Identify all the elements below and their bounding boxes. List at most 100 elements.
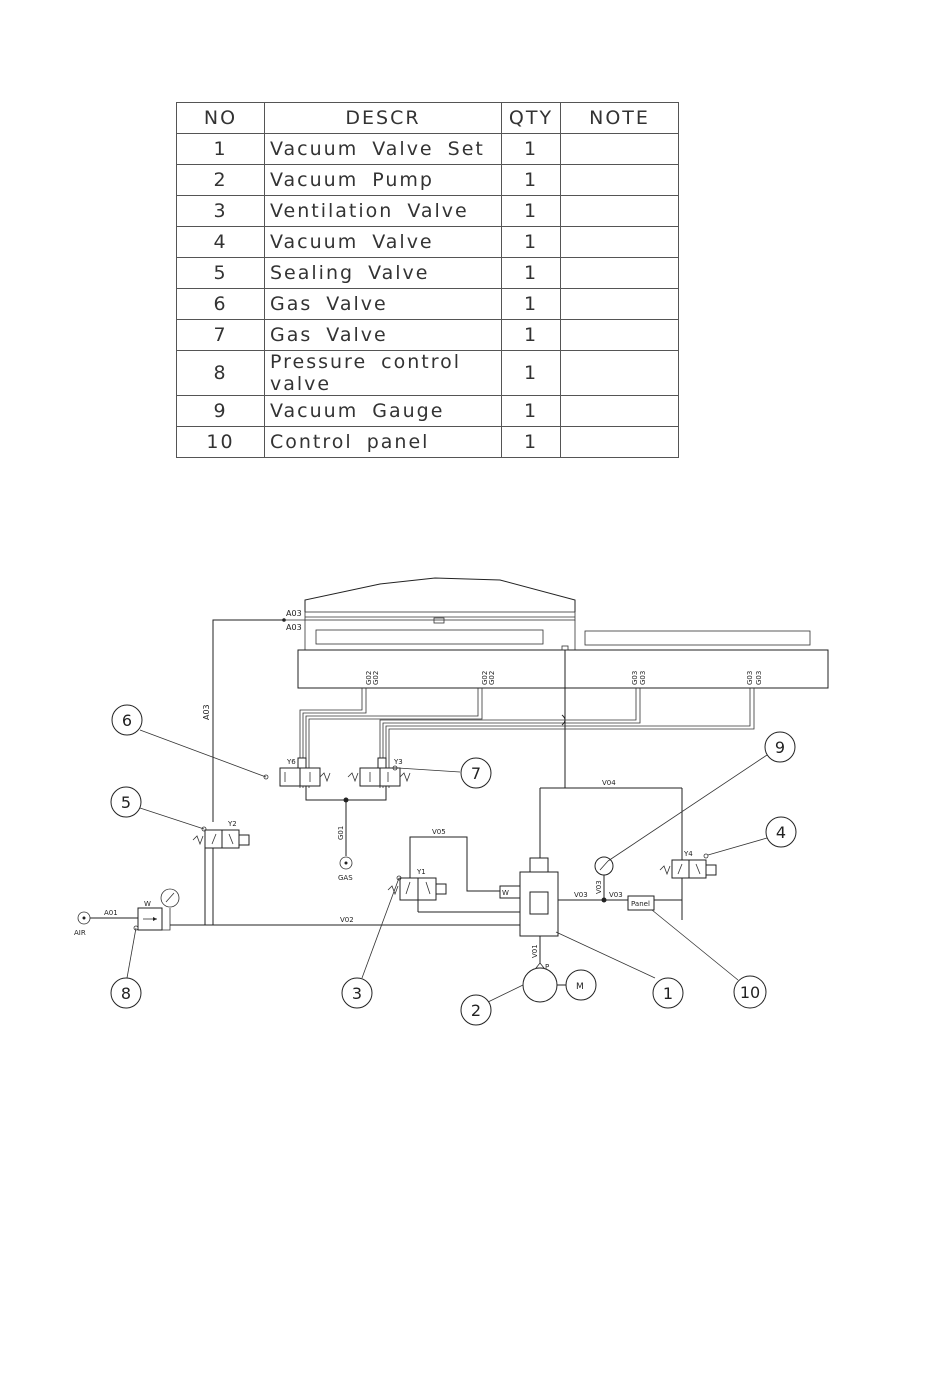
label-g03-3: G03 bbox=[746, 671, 754, 685]
header-note: NOTE bbox=[560, 102, 679, 134]
cell-descr: Sealing Valve bbox=[264, 257, 502, 289]
cell-descr: Gas Valve bbox=[264, 288, 502, 320]
callout-5 bbox=[110, 786, 142, 818]
callout-6 bbox=[111, 704, 143, 736]
cell-qty: 1 bbox=[501, 226, 561, 258]
label-g03-4: G03 bbox=[755, 671, 763, 685]
gas-lines-g02 bbox=[299, 688, 483, 788]
cell-qty: 1 bbox=[501, 257, 561, 289]
gas-valve-7 bbox=[347, 757, 411, 787]
callout-3 bbox=[341, 977, 373, 1009]
label-panel: Panel bbox=[631, 900, 650, 908]
label-a03-top1: A03 bbox=[286, 609, 302, 618]
cell-no: 6 bbox=[176, 288, 265, 320]
gas-valve-6 bbox=[263, 757, 331, 787]
header-no: NO bbox=[176, 102, 265, 134]
label-g02-3: G02 bbox=[481, 671, 489, 685]
heating-bar-right bbox=[584, 630, 811, 646]
label-y2: Y2 bbox=[227, 820, 237, 828]
label-a01: A01 bbox=[104, 909, 118, 917]
svg-text:7: 7 bbox=[471, 764, 481, 783]
header-qty: QTY bbox=[501, 102, 561, 134]
cell-no: 7 bbox=[176, 319, 265, 351]
svg-text:6: 6 bbox=[122, 711, 132, 730]
label-v02: V02 bbox=[340, 916, 354, 924]
label-g03-2: G03 bbox=[639, 671, 647, 685]
cell-no: 8 bbox=[176, 350, 265, 396]
svg-text:10: 10 bbox=[740, 983, 760, 1002]
label-v05: V05 bbox=[432, 828, 446, 836]
svg-text:8: 8 bbox=[121, 984, 131, 1003]
cell-descr: Ventilation Valve bbox=[264, 195, 502, 227]
label-v04: V04 bbox=[602, 779, 616, 787]
label-a03-top2: A03 bbox=[286, 623, 302, 632]
cell-descr: Control panel bbox=[264, 426, 502, 458]
cell-descr: Vacuum Pump bbox=[264, 164, 502, 196]
svg-text:5: 5 bbox=[121, 793, 131, 812]
label-gas: GAS bbox=[338, 874, 353, 882]
cell-descr: Vacuum Valve bbox=[264, 226, 502, 258]
cell-note bbox=[560, 164, 679, 196]
svg-text:2: 2 bbox=[471, 1001, 481, 1020]
label-g02-4: G02 bbox=[488, 671, 496, 685]
label-g03-1: G03 bbox=[631, 671, 639, 685]
label-pump-port: P bbox=[545, 963, 549, 971]
callout-4 bbox=[765, 816, 797, 848]
label-v03: V03 bbox=[574, 891, 588, 899]
cell-note bbox=[560, 350, 679, 396]
cell-qty: 1 bbox=[501, 133, 561, 165]
cell-no: 9 bbox=[176, 395, 265, 427]
line-v05 bbox=[409, 836, 500, 892]
cell-note bbox=[560, 257, 679, 289]
label-g01: G01 bbox=[337, 826, 345, 840]
label-y4: Y4 bbox=[683, 850, 693, 858]
label-v01: V01 bbox=[531, 944, 539, 958]
vacuum-valve-4 bbox=[659, 859, 717, 879]
cell-descr: Pressure control valve bbox=[264, 350, 502, 396]
callout-10 bbox=[733, 975, 767, 1009]
cell-note bbox=[560, 288, 679, 320]
cell-descr: Vacuum Valve Set bbox=[264, 133, 502, 165]
lid-seal-clip bbox=[433, 617, 445, 624]
cell-descr: Vacuum Gauge bbox=[264, 395, 502, 427]
heating-bar-left bbox=[315, 629, 544, 645]
label-g02-1: G02 bbox=[365, 671, 373, 685]
label-v03b: V03 bbox=[609, 891, 623, 899]
label-g02-2: G02 bbox=[372, 671, 380, 685]
callouts: 6 7 5 8 3 2 1 10 9 4 bbox=[110, 704, 797, 1026]
cell-descr: Gas Valve bbox=[264, 319, 502, 351]
vacuum-pump-2 bbox=[522, 967, 558, 1003]
control-panel-10 bbox=[627, 895, 655, 911]
vacuum-valve-set-1: W bbox=[499, 857, 559, 937]
callout-8 bbox=[110, 977, 142, 1009]
cell-no: 5 bbox=[176, 257, 265, 289]
chamber-lid-base bbox=[304, 611, 576, 621]
cell-qty: 1 bbox=[501, 164, 561, 196]
cell-qty: 1 bbox=[501, 350, 561, 396]
vacuum-gauge-9 bbox=[594, 856, 614, 876]
cell-no: 2 bbox=[176, 164, 265, 196]
ventilation-valve-3 bbox=[387, 877, 447, 901]
cell-no: 4 bbox=[176, 226, 265, 258]
header-descr: DESCR bbox=[264, 102, 502, 134]
svg-text:9: 9 bbox=[775, 738, 785, 757]
label-y6: Y6 bbox=[286, 758, 296, 766]
cell-qty: 1 bbox=[501, 288, 561, 320]
pressure-control-valve-8: W bbox=[137, 888, 180, 931]
sealing-valve-5 bbox=[192, 829, 250, 849]
cell-note bbox=[560, 133, 679, 165]
pump-motor bbox=[565, 969, 597, 1001]
cell-note bbox=[560, 426, 679, 458]
cell-qty: 1 bbox=[501, 426, 561, 458]
label-v03c: V03 bbox=[595, 880, 603, 894]
label-air: AIR bbox=[74, 929, 86, 937]
